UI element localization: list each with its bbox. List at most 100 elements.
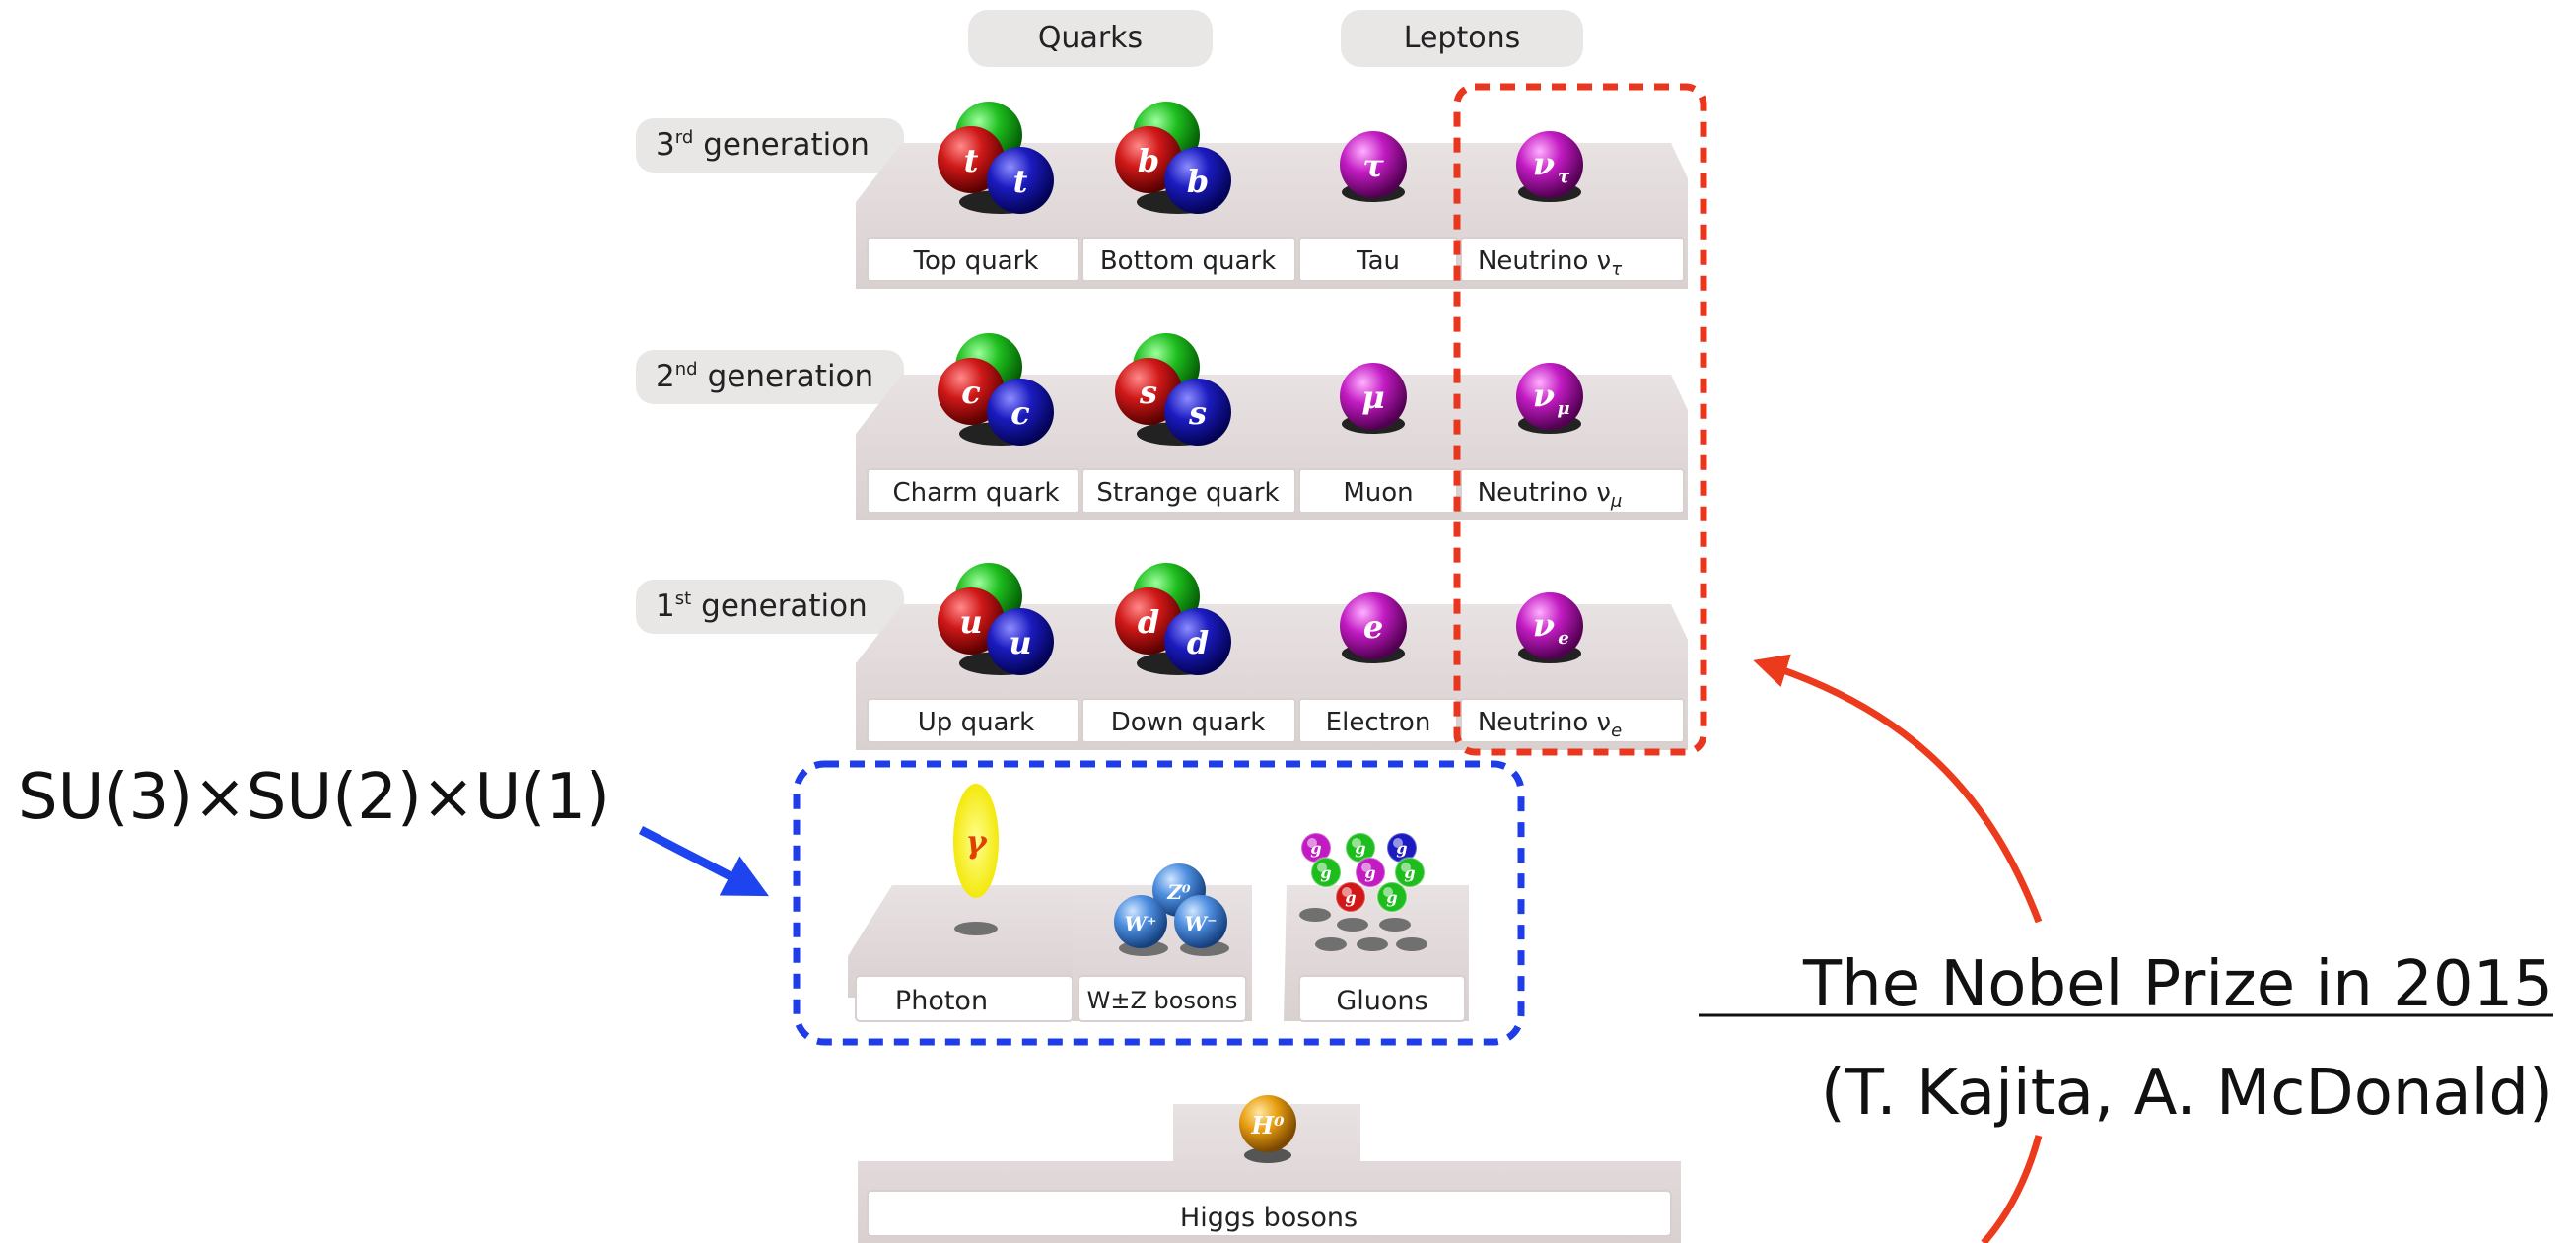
particle-name-box [1081,468,1296,514]
gluon: g [1394,857,1426,888]
quark-color-triplet: uu [938,563,1054,675]
particle-name-box [1460,468,1685,514]
weak-bosons-platform: W±Z bosons Z⁰ W⁺ W⁻ [1073,863,1252,1022]
neutrino-name-subscript: τ [1611,259,1622,280]
blue-quark [1164,379,1231,446]
particle-name: Neutrino νμ [1478,478,1623,512]
quark-color-triplet: bb [1115,102,1231,214]
quark-color-triplet: tt [938,102,1054,214]
quark-symbol: d [1138,603,1159,641]
generation-label-pill [636,118,904,173]
quark-symbol: u [959,603,982,641]
gluon-symbol: g [1396,839,1407,858]
quark-symbol: b [1187,163,1209,200]
quark-symbol: s [1188,394,1207,432]
weak-bosons-label: W±Z bosons [1087,987,1238,1014]
lepton-symbol: μ [1361,379,1384,416]
generation-number: 3 [656,127,675,163]
gluon: g [1355,857,1386,888]
quark-color-triplet: ss [1115,333,1231,446]
column-headers: Quarks Leptons [968,10,1583,67]
w-minus-symbol: W⁻ [1184,912,1217,935]
particle-name: Down quark [1111,708,1266,737]
particle-name-box [1298,698,1458,743]
particle-name-box [1298,237,1458,282]
particle-name: Charm quark [892,478,1059,508]
quark-symbol: d [1187,624,1209,661]
quark-symbol: c [1010,394,1029,432]
particle-name-box [1460,237,1685,282]
quark-symbol: b [1138,142,1159,179]
quark-symbol: s [1139,374,1157,411]
nobel-laureates: (T. Kajita, A. McDonald) [1821,1057,2553,1130]
gluon-symbol: g [1355,839,1365,858]
w-plus-symbol: W⁺ [1124,912,1156,935]
particle-name: Neutrino νe [1478,708,1622,741]
particle-name-box [1081,698,1296,743]
neutrino-highlight-box [1453,83,1707,756]
particle-name: Up quark [918,708,1034,737]
gauge-group-label: SU(3)×SU(2)×U(1) [18,761,610,834]
neutrino-symbol: ν [1533,377,1555,414]
generation-label-pill [636,580,904,634]
generation-ordinal: st [675,588,691,609]
particle-name-box [1460,698,1685,743]
photon-platform: Photon γ [848,784,1079,1022]
particle-name: Neutrino ντ [1478,246,1622,280]
particle-name: Electron [1326,708,1431,737]
neutrino-symbol: ν [1533,606,1555,644]
gluon-symbol: g [1404,863,1415,882]
gluon-symbol: g [1386,888,1397,907]
gluon-symbol: g [1320,863,1331,882]
w-plus-boson [1114,895,1167,948]
particle-name: Bottom quark [1100,246,1276,276]
gluon-symbol: g [1310,839,1321,858]
nobel-title: The Nobel Prize in 2015 [1802,948,2553,1021]
gluons-label: Gluons [1336,986,1427,1016]
quark-symbol: t [1013,163,1028,200]
particle-name-box [867,237,1079,282]
neutrino-symbol: ν [1533,145,1555,182]
neutrino-name-subscript: μ [1610,491,1622,512]
gluon: g [1376,881,1408,913]
leptons-header: Leptons [1404,21,1520,55]
gluon: g [1345,832,1376,863]
quarks-header: Quarks [1038,21,1143,55]
gluon: g [1335,881,1366,913]
w-minus-boson [1174,895,1227,948]
neutrino-subscript: μ [1557,398,1569,419]
neutrino-name-subscript: e [1611,721,1622,741]
blue-quark [987,379,1054,446]
generation-ordinal: rd [675,127,694,148]
neutrino-subscript: e [1558,628,1568,649]
blue-quark [987,147,1054,214]
generation-word: generation [701,588,868,624]
particle-name: Tau [1356,246,1400,276]
particle-name-box [867,698,1079,743]
generation-ordinal: nd [675,359,698,380]
quark-symbol: u [1009,624,1031,661]
gluon: g [1310,857,1342,888]
nobel-arrow-tail [1981,1135,2043,1243]
particle-name-box [1081,237,1296,282]
lepton-symbol: τ [1362,147,1384,184]
charged-lepton: τ [1340,131,1407,202]
gluon-symbol: g [1345,888,1356,907]
quark-color-triplet: dd [1115,563,1231,675]
charged-lepton: e [1340,592,1407,663]
quark-symbol: t [964,142,979,179]
gauge-group-arrow [638,826,769,897]
generation-label-pill [636,350,904,404]
nobel-arrow [1753,654,2043,924]
